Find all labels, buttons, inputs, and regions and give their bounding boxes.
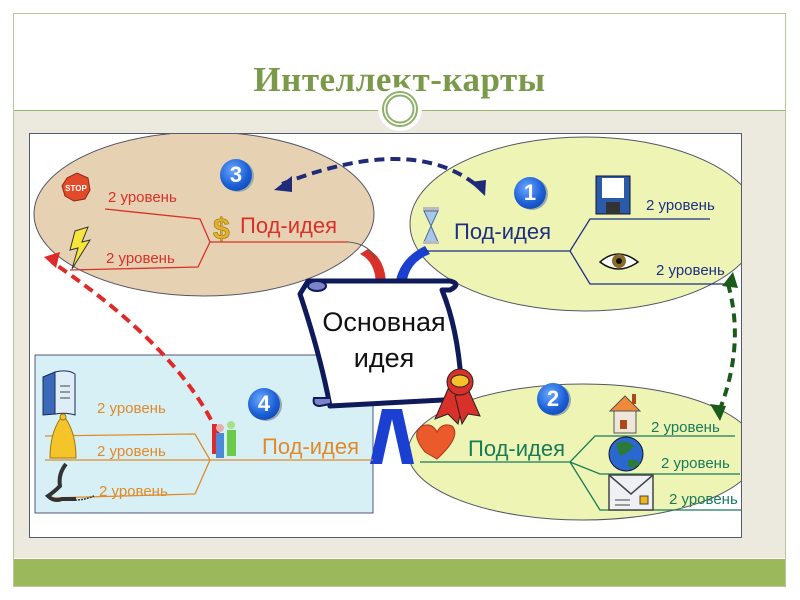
branch-2-child-3[interactable]: 2 уровень — [669, 491, 738, 508]
branch-4-number-badge: 4 — [248, 388, 280, 420]
house-icon — [608, 394, 642, 434]
branch-1-line — [425, 218, 735, 285]
branch-3-area — [33, 134, 375, 297]
relationship-1-to-3 — [281, 157, 477, 186]
lightning-icon — [69, 226, 92, 270]
branch-2-child-2[interactable]: 2 уровень — [661, 455, 730, 472]
arrowhead-to-3-red — [44, 252, 60, 268]
branch-3-child-1[interactable]: 2 уровень — [108, 189, 177, 206]
central-idea-line2: идея — [353, 343, 415, 373]
arrowhead-to-1 — [470, 180, 486, 196]
people-icon — [212, 421, 236, 458]
ornament-ring-icon — [381, 90, 419, 128]
arrowhead-to-1-green — [722, 272, 738, 288]
branch-1-number-badge: 1 — [514, 177, 546, 209]
dollar-icon: $ — [213, 213, 230, 246]
branch-1-child-1[interactable]: 2 уровень — [646, 197, 715, 214]
branch-2-child-1[interactable]: 2 уровень — [651, 419, 720, 436]
branch-4-line — [44, 433, 373, 499]
branch-1-area — [409, 136, 741, 312]
globe-icon — [608, 436, 644, 472]
center-connector-red — [360, 249, 386, 286]
bell-icon — [49, 413, 77, 459]
central-idea: Основная идея — [314, 304, 454, 376]
scroll-icon — [297, 278, 465, 409]
stop-sign-icon: STOP — [61, 172, 91, 202]
branch-2-line — [420, 435, 741, 511]
book-icon — [42, 370, 76, 416]
branch-4-child-2[interactable]: 2 уровень — [97, 443, 166, 460]
branch-4-label[interactable]: Под-идея — [262, 434, 360, 459]
branch-2-label[interactable]: Под-идея — [468, 436, 566, 461]
arrowhead-to-2 — [710, 404, 726, 421]
branch-3-label[interactable]: Под-идея — [240, 213, 338, 238]
relationship-1-to-2 — [718, 283, 737, 410]
branch-3-line — [69, 208, 348, 271]
award-ribbon-icon — [434, 368, 481, 426]
central-idea-line1: Основная — [322, 307, 446, 337]
mindmap-canvas: STOP $ — [33, 134, 741, 521]
hourglass-icon — [423, 207, 439, 244]
floppy-disk-icon — [595, 175, 631, 215]
branch-4-child-3[interactable]: 2 уровень — [99, 483, 168, 500]
center-connector-blue-bottom — [370, 409, 414, 464]
branch-1-label[interactable]: Под-идея — [454, 219, 552, 244]
center-connector-blue — [395, 246, 430, 286]
telephone-icon — [44, 462, 95, 502]
branch-4-child-1[interactable]: 2 уровень — [97, 400, 166, 417]
heart-icon — [416, 424, 456, 460]
envelope-icon — [608, 474, 654, 511]
branch-1-child-2[interactable]: 2 уровень — [656, 262, 725, 279]
footer-bar — [14, 559, 785, 586]
branch-3-number-badge: 3 — [220, 159, 252, 191]
branch-3-child-2[interactable]: 2 уровень — [106, 250, 175, 267]
relationship-4-to-3 — [50, 260, 220, 435]
svg-text:STOP: STOP — [65, 184, 87, 193]
branch-4-area — [34, 354, 374, 514]
mindmap-diagram: STOP $ — [29, 133, 742, 538]
branch-2-number-badge: 2 — [537, 383, 569, 415]
arrowhead-to-3 — [274, 176, 292, 192]
eye-icon — [598, 253, 640, 270]
